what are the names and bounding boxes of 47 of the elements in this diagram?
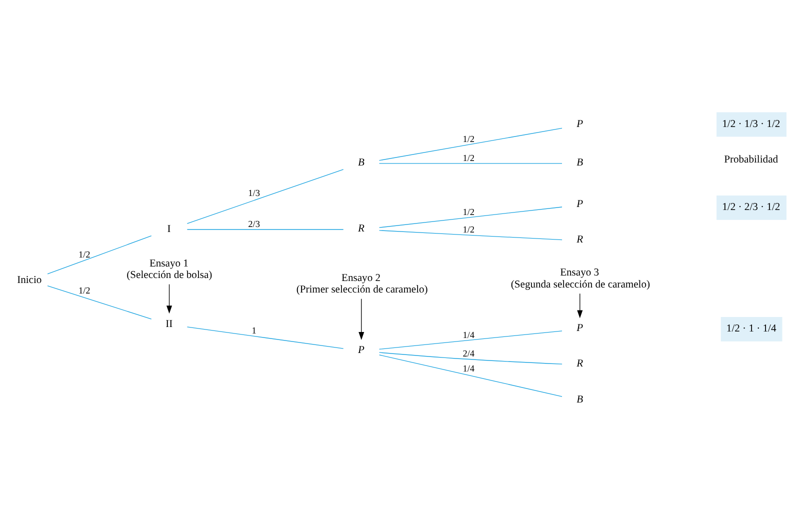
edge-label: 1/2 (78, 286, 90, 296)
node-text: B (576, 394, 583, 406)
node-text: Inicio (16, 274, 42, 286)
connector (186, 326, 344, 349)
node-text: Ensayo 3 (Segunda selección de caramelo) (510, 268, 650, 290)
connector (186, 169, 344, 224)
node-text: Ensayo 2 (Primer selección de caramelo) (296, 272, 428, 296)
edge-label: 1/2 (78, 249, 90, 260)
edge-label: 1/2 (462, 134, 474, 144)
label: Probabilidad (724, 154, 778, 166)
node-text: B (358, 157, 364, 168)
connector (378, 163, 562, 164)
node-text: R (576, 234, 583, 246)
node-text: P (576, 323, 583, 334)
connector (46, 236, 152, 274)
node-text: I (166, 224, 170, 235)
node-box: 1/2 · 1/3 · 1/2 (716, 112, 786, 137)
connector (378, 128, 562, 161)
node-text: Ensayo 1 (Selección de bolsa) (126, 258, 212, 282)
connector (378, 206, 562, 228)
node-text: R (358, 223, 364, 234)
connector (378, 352, 562, 364)
edge-label: 1/4 (462, 364, 474, 374)
edge-label: 2/3 (248, 218, 260, 229)
edge-label: 1/4 (462, 330, 474, 340)
node-text: P (358, 344, 364, 356)
node-text: P (576, 198, 583, 210)
node-box: 1/2 · 2/3 · 1/2 (716, 196, 786, 220)
arrow (358, 298, 364, 340)
edge-label: 1 (251, 325, 256, 336)
arrow (576, 293, 582, 318)
edge-label: 1/2 (462, 152, 474, 163)
connector (378, 230, 562, 240)
edge-label: 1/2 (462, 224, 474, 234)
node-box: 1/2 · 1 · 1/4 (720, 316, 782, 342)
edge-label: 1/3 (248, 188, 260, 198)
arrow (166, 284, 172, 314)
connector (46, 286, 152, 320)
connector (378, 330, 562, 350)
node-text: P (576, 119, 583, 130)
connector (378, 354, 562, 397)
connector (186, 229, 344, 230)
edge-label: 2/4 (462, 348, 474, 358)
node-text: II (165, 319, 172, 330)
node-text: B (576, 157, 583, 168)
edge-label: 1/2 (462, 207, 474, 218)
node-text: R (576, 358, 583, 370)
